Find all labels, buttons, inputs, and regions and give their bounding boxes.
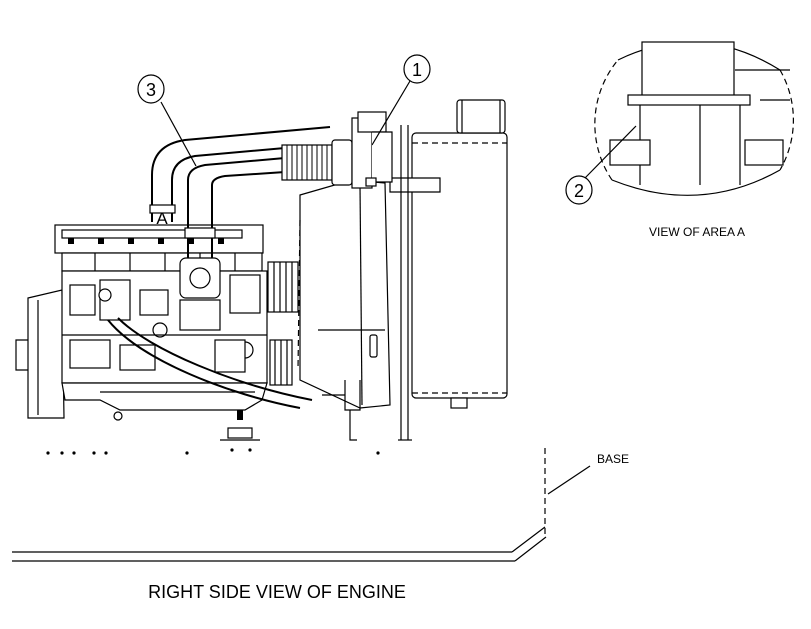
detail-view [594, 41, 794, 196]
callout-leaders [160, 80, 637, 179]
radiator [389, 99, 508, 441]
area-marker-label: A [156, 209, 168, 228]
callout-2-number: 2 [574, 181, 584, 201]
intake-pipe [149, 126, 331, 299]
main-caption: RIGHT SIDE VIEW OF ENGINE [148, 582, 406, 602]
detail-caption: VIEW OF AREA A [649, 225, 745, 239]
callout-1: 1 [403, 54, 431, 84]
base-bolts [46, 448, 380, 455]
base-outline [12, 448, 591, 562]
callout-2: 2 [565, 175, 593, 205]
base-label: BASE [597, 452, 629, 466]
callout-3-number: 3 [146, 80, 156, 100]
callout-3: 3 [137, 74, 165, 104]
callout-1-number: 1 [412, 60, 422, 80]
engine-block [15, 224, 361, 441]
flex-connector [281, 111, 393, 189]
fan-shroud [267, 179, 391, 409]
